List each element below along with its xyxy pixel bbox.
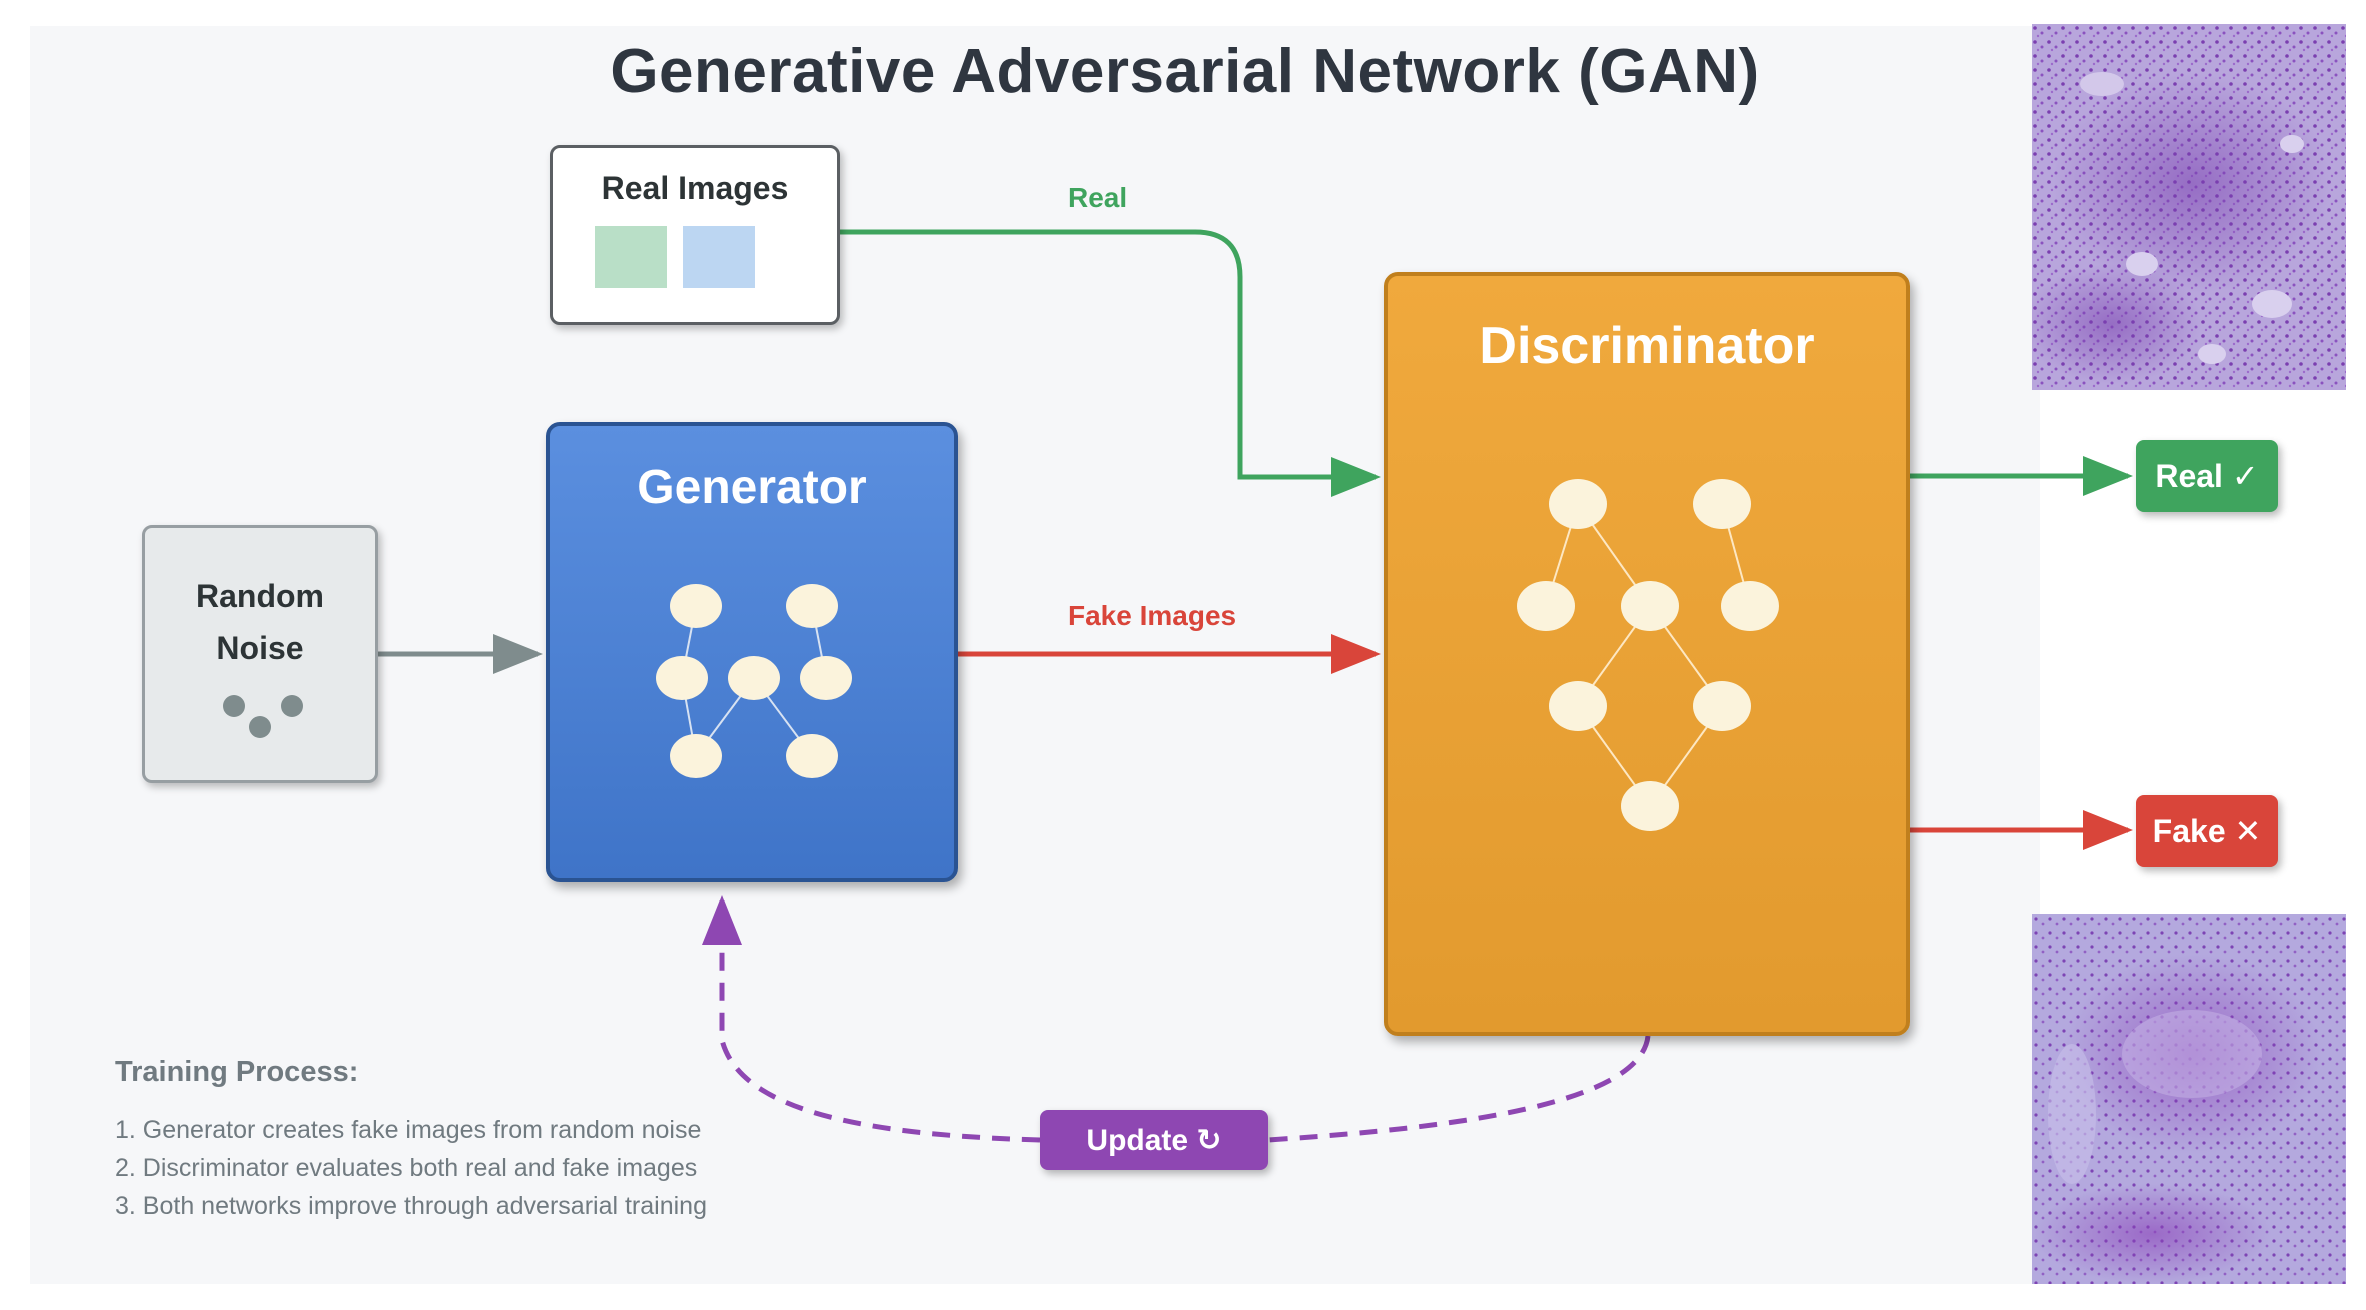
histology-image-top (2032, 24, 2346, 390)
generator-box: Generator (546, 422, 958, 882)
generator-network-icon (656, 584, 852, 778)
discriminator-network-icon (1517, 479, 1779, 831)
training-process-notes: Training Process: 1. Generator creates f… (115, 1056, 707, 1225)
real-to-discriminator-arrow (840, 229, 1381, 497)
fake-images-arrow-label: Fake Images (1068, 600, 1237, 631)
real-images-label: Real Images (601, 170, 789, 206)
real-image-thumbnail-green (595, 226, 667, 288)
output-fake-badge: Fake ✕ (2136, 795, 2278, 867)
update-feedback-arrow (722, 900, 1651, 1143)
diagram-title: Generative Adversarial Network (GAN) (610, 37, 1760, 106)
random-noise-box: Random Noise (142, 525, 378, 783)
noise-dot-icon (249, 716, 271, 738)
output-real-badge: Real ✓ (2136, 440, 2278, 512)
discriminator-box: Discriminator (1384, 272, 1910, 1036)
noise-dot-icon (223, 695, 245, 717)
training-process-heading: Training Process: (115, 1056, 359, 1088)
histology-image-bottom (2032, 914, 2346, 1284)
generator-label: Generator (637, 461, 867, 514)
training-step: 2. Discriminator evaluates both real and… (115, 1154, 698, 1182)
training-step: 3. Both networks improve through adversa… (115, 1192, 707, 1220)
noise-dot-icon (281, 695, 303, 717)
real-image-thumbnail-blue (683, 226, 755, 288)
real-images-box: Real Images (550, 145, 840, 325)
update-badge: Update ↻ (1040, 1110, 1268, 1170)
random-noise-label-line2: Noise (216, 630, 304, 666)
real-arrow-label: Real (1068, 182, 1128, 213)
random-noise-label-line1: Random (196, 578, 324, 614)
discriminator-label: Discriminator (1479, 317, 1815, 375)
training-step: 1. Generator creates fake images from ra… (115, 1116, 702, 1144)
